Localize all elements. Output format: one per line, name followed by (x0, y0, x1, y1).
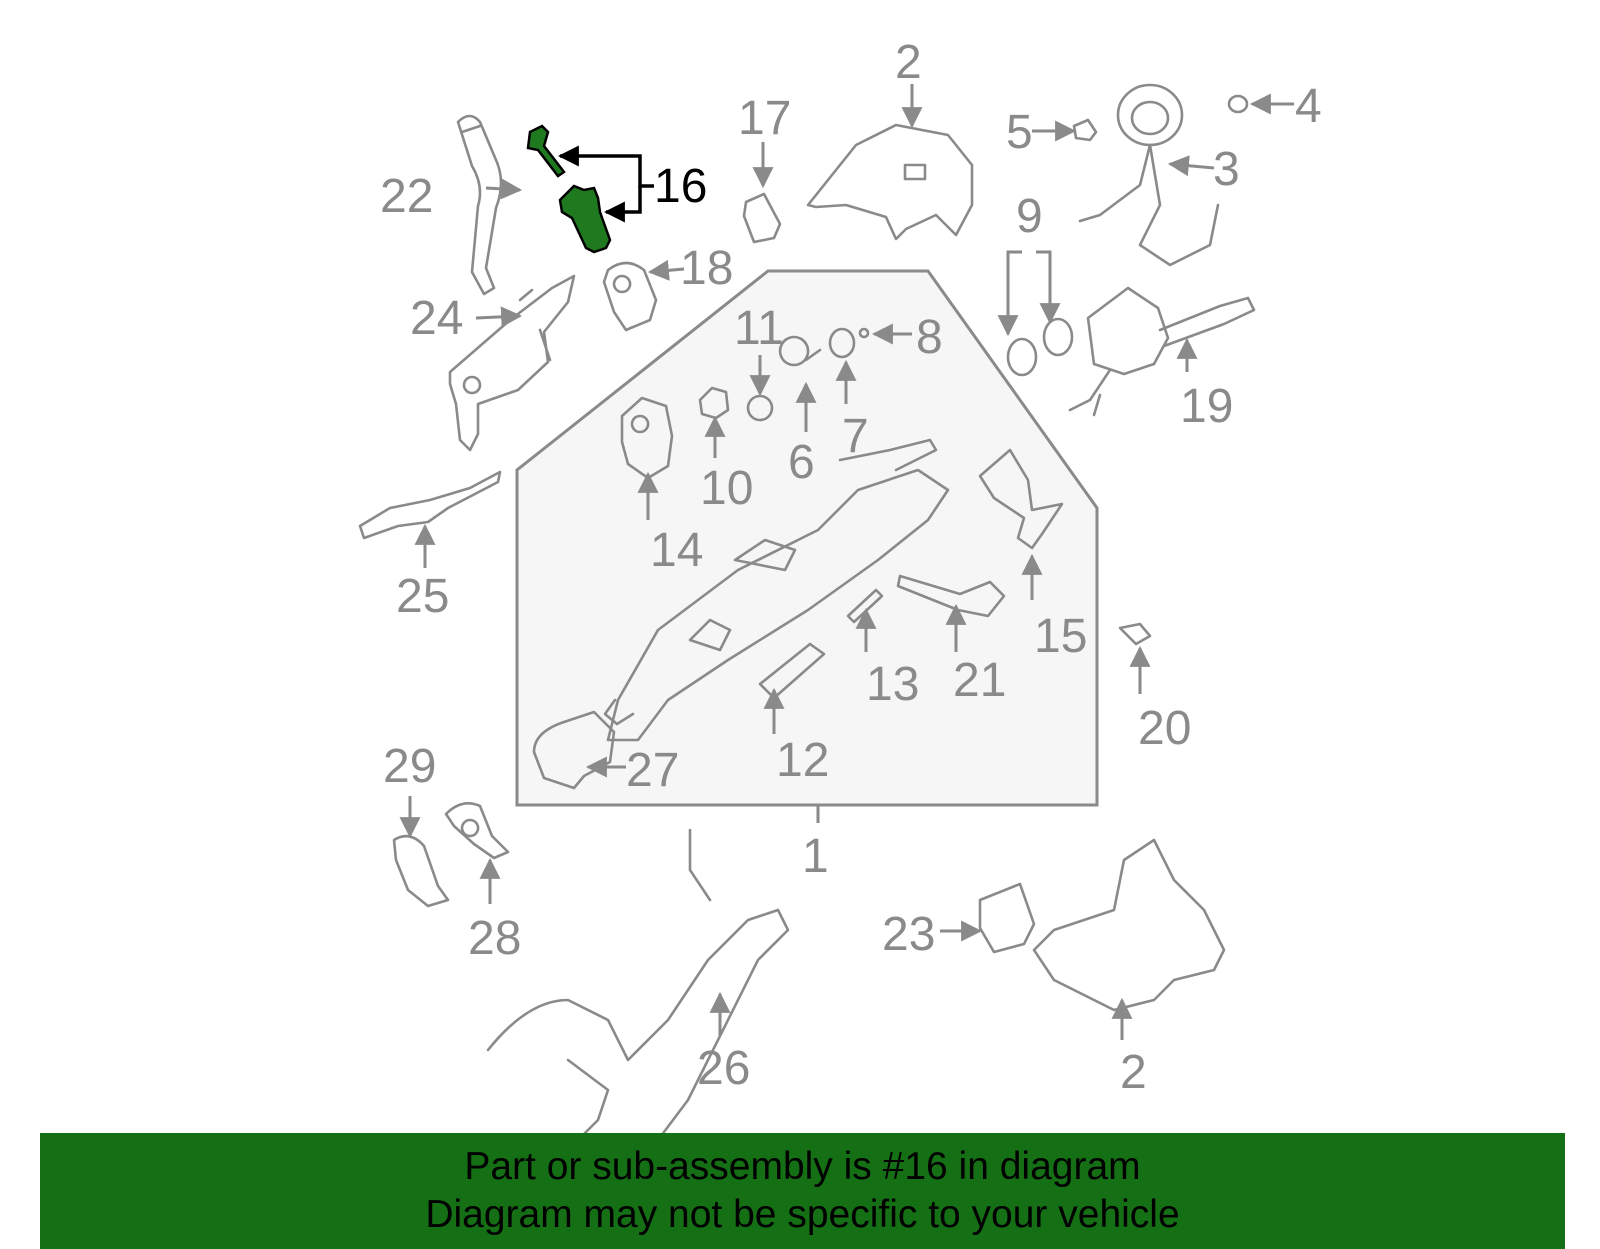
callout-2-bottom: 2 (1120, 1046, 1147, 1099)
callout-20: 20 (1138, 702, 1191, 755)
callout-13: 13 (866, 658, 919, 711)
callout-4: 4 (1295, 80, 1322, 133)
part-20-clip (1118, 622, 1152, 646)
callout-27: 27 (626, 744, 679, 797)
part-6 (778, 335, 822, 367)
part-2-upper-cover (806, 123, 974, 241)
part-29 (392, 834, 450, 908)
callout-16: 16 (654, 160, 707, 213)
part-16-highlighted (526, 124, 612, 254)
callout-11: 11 (734, 302, 784, 355)
part-1-column-body (603, 438, 950, 742)
part-19-combination-switch (1068, 286, 1256, 417)
banner-line-1: Part or sub-assembly is #16 in diagram (464, 1145, 1141, 1188)
callout-21: 21 (953, 654, 1006, 707)
callout-5: 5 (1006, 106, 1033, 159)
part-2-lower-cover (1032, 838, 1226, 1012)
notice-banner: Part or sub-assembly is #16 in diagram D… (40, 1133, 1565, 1249)
callout-28: 28 (468, 912, 521, 965)
callout-17: 17 (738, 92, 791, 145)
callout-14: 14 (650, 524, 703, 577)
part-3-clock-spring (1078, 83, 1220, 267)
part-5 (1072, 118, 1098, 142)
callout-9: 9 (1016, 190, 1043, 243)
part-27 (532, 710, 616, 790)
part-18 (602, 261, 658, 332)
callout-15: 15 (1034, 610, 1087, 663)
callout-12: 12 (776, 734, 829, 787)
callout-24: 24 (410, 292, 463, 345)
callout-18: 18 (680, 242, 733, 295)
callout-10: 10 (700, 462, 753, 515)
part-25-stalk-switch (358, 470, 502, 540)
part-26-wiring (486, 908, 790, 1172)
part-15-bracket (978, 448, 1064, 550)
callout-25: 25 (396, 570, 449, 623)
part-23 (978, 882, 1036, 954)
callout-26: 26 (697, 1042, 750, 1095)
banner-line-2: Diagram may not be specific to your vehi… (425, 1193, 1180, 1236)
part-9-rings (1006, 317, 1074, 377)
callout-3: 3 (1213, 143, 1240, 196)
part-21-bracket (896, 574, 1006, 618)
part-10 (698, 386, 730, 420)
callout-22: 22 (380, 170, 433, 223)
callout-8: 8 (916, 311, 943, 364)
part-28 (444, 802, 510, 860)
callout-29: 29 (383, 740, 436, 793)
part-13-bolt (846, 588, 884, 624)
callout-23: 23 (882, 908, 935, 961)
part-8-7 (828, 327, 870, 359)
callout-6: 6 (788, 436, 815, 489)
callout-19: 19 (1180, 380, 1233, 433)
part-22-shift-lever (456, 114, 503, 296)
callout-7: 7 (842, 410, 869, 463)
part-24-shift-mechanism (448, 274, 576, 452)
part-14-lock-housing (620, 396, 674, 480)
part-4 (1227, 94, 1249, 114)
part-17-connector (742, 192, 782, 244)
callout-1: 1 (802, 830, 829, 883)
callout-2-top: 2 (895, 36, 922, 89)
